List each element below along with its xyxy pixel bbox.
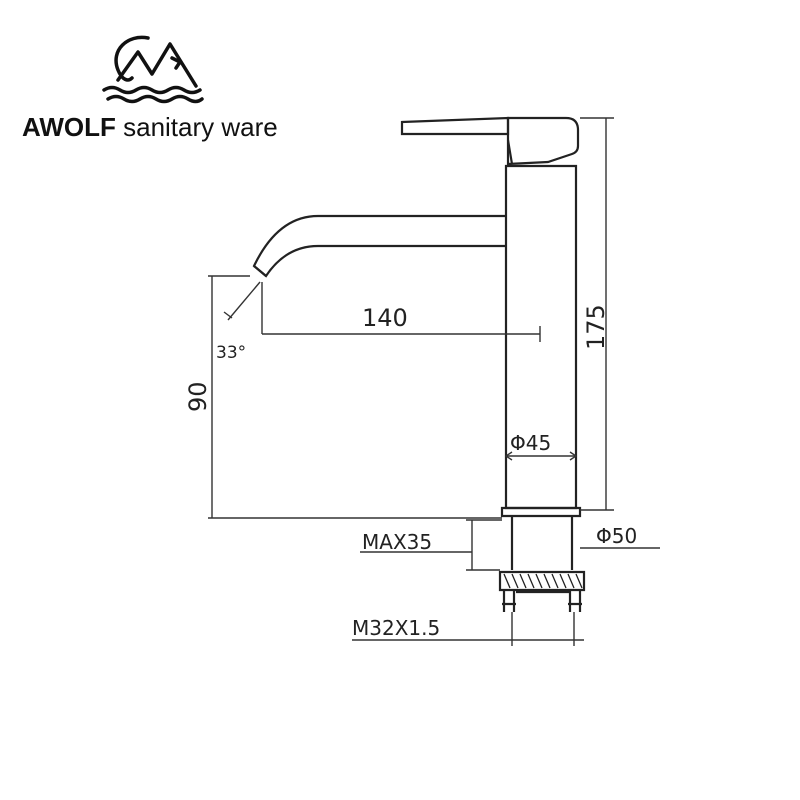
label-base-diameter: Φ50 <box>596 524 637 548</box>
mountain-wave-logo <box>102 35 204 104</box>
label-spout-reach: 140 <box>362 304 408 332</box>
dimension-lines <box>208 117 660 646</box>
brand-name: AWOLF sanitary ware <box>22 112 278 143</box>
nut-hatching <box>503 573 583 589</box>
brand-name-rest: sanitary ware <box>123 112 278 142</box>
faucet-outline <box>252 116 586 612</box>
label-body-diameter: Φ45 <box>510 431 551 455</box>
label-total-height: 175 <box>582 304 610 350</box>
label-spout-angle: 33° <box>216 343 246 363</box>
brand-name-bold: AWOLF <box>22 112 116 142</box>
label-spout-height: 90 <box>184 381 212 412</box>
label-thread: M32X1.5 <box>352 616 440 640</box>
label-max-thickness: MAX35 <box>362 530 432 554</box>
